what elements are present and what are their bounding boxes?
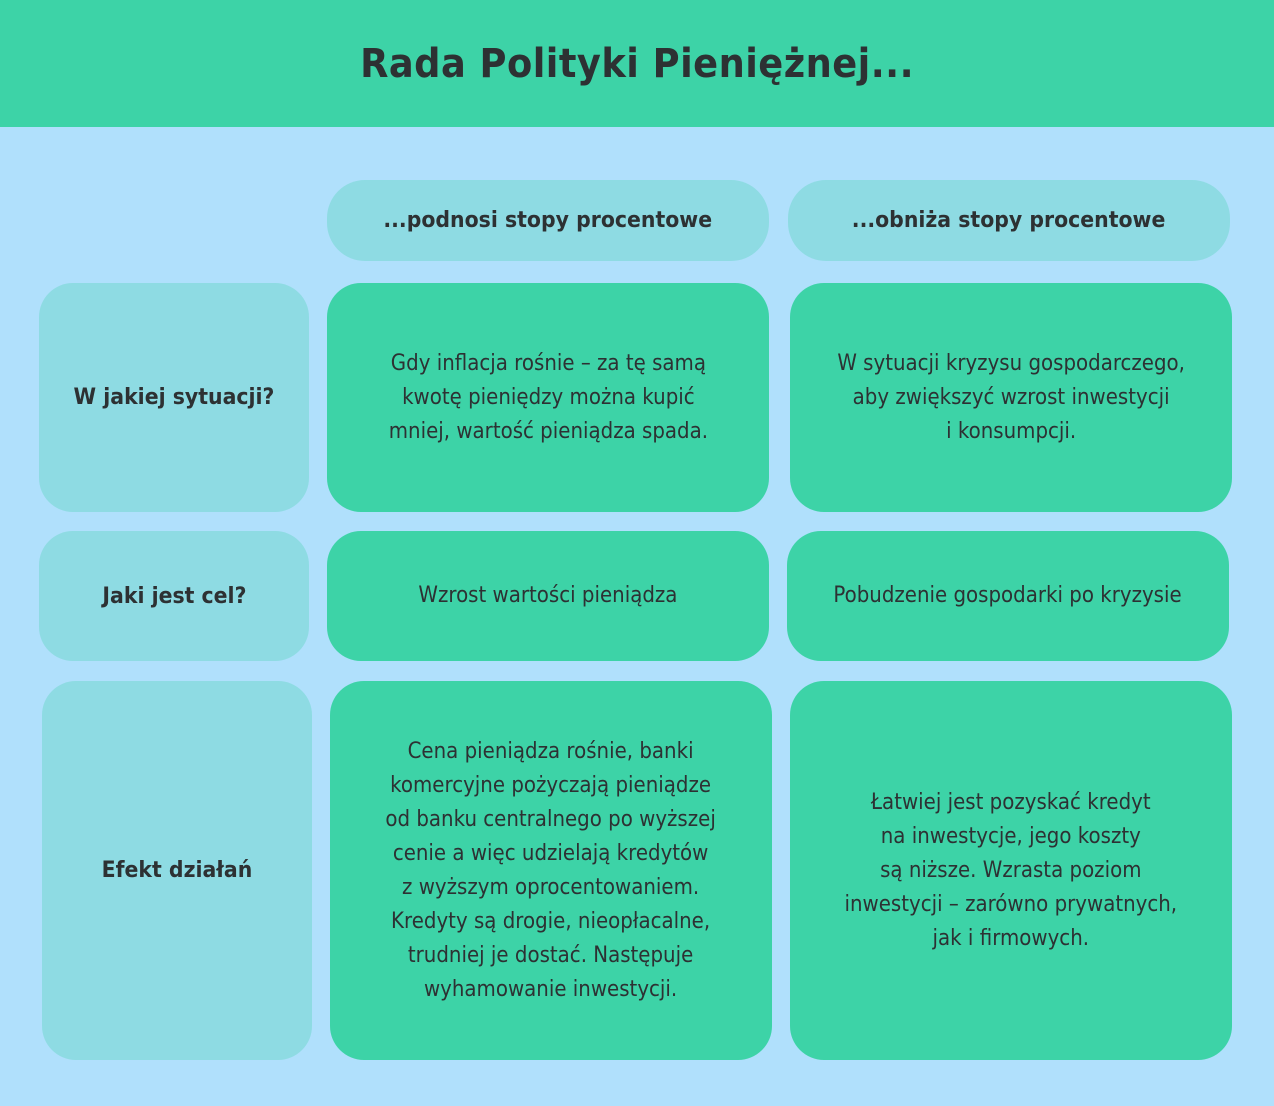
column-header-label: ...obniża stopy procentowe <box>852 208 1166 233</box>
cell-effect-raise: Cena pieniądza rośnie, banki komercyjne … <box>330 681 772 1060</box>
cell-situation-lower: W sytuacji kryzysu gospodarczego, aby zw… <box>790 283 1232 512</box>
cell-goal-lower: Pobudzenie gospodarki po kryzysie <box>787 531 1229 661</box>
cell-situation-raise: Gdy inflacja rośnie – za tę samą kwotę p… <box>327 283 769 512</box>
row-header-label: Jaki jest cel? <box>101 583 247 609</box>
row-header-situation: W jakiej sytuacji? <box>39 283 309 512</box>
cell-text: Gdy inflacja rośnie – za tę samą kwotę p… <box>388 350 708 444</box>
cell-text: W sytuacji kryzysu gospodarczego, aby zw… <box>837 350 1185 444</box>
cell-text: Łatwiej jest pozyskać kredyt na inwestyc… <box>844 789 1178 951</box>
row-header-goal: Jaki jest cel? <box>39 531 309 661</box>
page-title: Rada Polityki Pieniężnej... <box>360 40 914 87</box>
column-header-raises-rates: ...podnosi stopy procentowe <box>327 180 769 261</box>
row-header-effect: Efekt działań <box>42 681 312 1060</box>
cell-effect-lower: Łatwiej jest pozyskać kredyt na inwestyc… <box>790 681 1232 1060</box>
cell-text: Wzrost wartości pieniądza <box>418 583 678 608</box>
cell-goal-raise: Wzrost wartości pieniądza <box>327 531 769 661</box>
column-header-label: ...podnosi stopy procentowe <box>383 208 713 233</box>
cell-text: Pobudzenie gospodarki po kryzysie <box>833 583 1183 608</box>
row-header-label: W jakiej sytuacji? <box>73 385 275 410</box>
column-header-lowers-rates: ...obniża stopy procentowe <box>788 180 1230 261</box>
row-header-label: Efekt działań <box>101 858 253 883</box>
cell-text: Cena pieniądza rośnie, banki komercyjne … <box>385 738 717 1002</box>
title-banner: Rada Polityki Pieniężnej... <box>0 0 1274 127</box>
